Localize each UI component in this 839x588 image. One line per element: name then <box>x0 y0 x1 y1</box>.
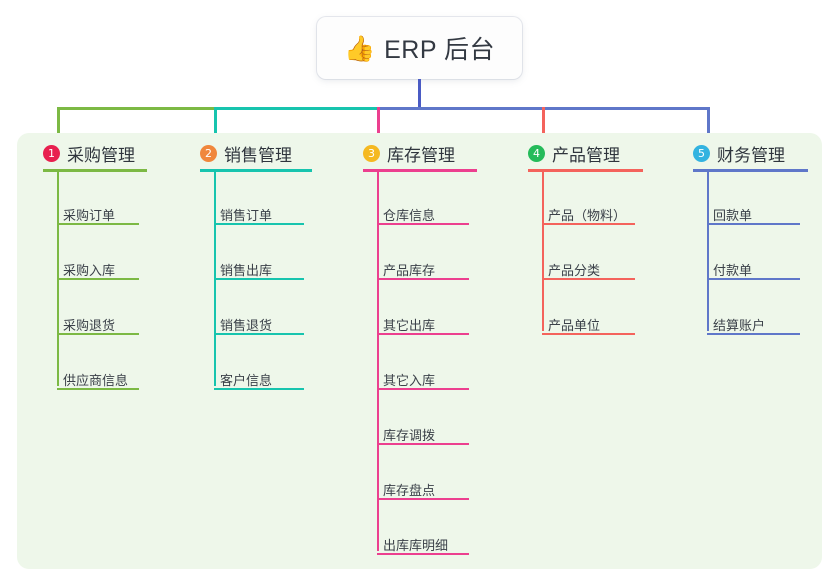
root-title: ERP 后台 <box>384 36 496 64</box>
branch-title: 销售管理 <box>224 146 292 165</box>
branches-panel <box>17 133 822 569</box>
leaf-rule <box>214 388 304 390</box>
branch-header-5[interactable]: 5 财务管理 <box>693 141 785 166</box>
leaf-label: 销售订单 <box>220 208 273 223</box>
thumbs-up-icon: 👍 <box>343 33 376 63</box>
leaf-label: 客户信息 <box>220 373 273 388</box>
bus-segment <box>214 107 380 110</box>
root-drop-line <box>418 79 421 110</box>
leaf-label: 付款单 <box>713 263 753 278</box>
leaf-rule <box>542 278 635 280</box>
leaf-rule <box>377 278 469 280</box>
leaf-label: 产品分类 <box>548 263 601 278</box>
branch-stem <box>707 172 709 331</box>
bus-segment <box>377 107 545 110</box>
leaf-rule <box>214 223 304 225</box>
leaf-rule <box>377 223 469 225</box>
branch-title: 财务管理 <box>717 146 785 165</box>
leaf-label: 采购订单 <box>63 208 116 223</box>
branch-header-4[interactable]: 4 产品管理 <box>528 141 620 166</box>
leaf-label: 采购入库 <box>63 263 116 278</box>
branch-header-3[interactable]: 3 库存管理 <box>363 141 455 166</box>
bus-segment <box>542 107 710 110</box>
leaf-label: 其它入库 <box>383 373 436 388</box>
leaf-rule <box>377 388 469 390</box>
leaf-label: 库存盘点 <box>383 483 436 498</box>
branch-header-rule <box>363 169 477 172</box>
leaf-label: 销售出库 <box>220 263 273 278</box>
branch-header-rule <box>528 169 643 172</box>
leaf-label: 采购退货 <box>63 318 116 333</box>
leaf-rule <box>377 553 469 555</box>
branch-number-badge: 4 <box>528 145 545 162</box>
bus-segment <box>57 107 217 110</box>
leaf-rule <box>57 333 139 335</box>
leaf-rule <box>57 223 139 225</box>
leaf-label: 回款单 <box>713 208 753 223</box>
branch-number-badge: 1 <box>43 145 60 162</box>
branch-number-badge: 5 <box>693 145 710 162</box>
branch-drop-line-4 <box>542 107 545 148</box>
leaf-rule <box>57 278 139 280</box>
branch-stem <box>377 172 379 551</box>
branch-title: 库存管理 <box>387 146 455 165</box>
leaf-label: 出库库明细 <box>383 538 449 553</box>
branch-header-1[interactable]: 1 采购管理 <box>43 141 135 166</box>
branch-title: 采购管理 <box>67 146 135 165</box>
branch-header-rule <box>200 169 312 172</box>
leaf-rule <box>214 278 304 280</box>
leaf-rule <box>214 333 304 335</box>
branch-number-badge: 2 <box>200 145 217 162</box>
branch-drop-line-3 <box>377 107 380 148</box>
branch-stem <box>542 172 544 331</box>
leaf-label: 其它出库 <box>383 318 436 333</box>
leaf-label: 结算账户 <box>713 318 766 333</box>
branch-drop-line-2 <box>214 107 217 148</box>
branch-header-rule <box>43 169 147 172</box>
leaf-label: 产品单位 <box>548 318 601 333</box>
leaf-rule <box>377 333 469 335</box>
leaf-label: 销售退货 <box>220 318 273 333</box>
branch-title: 产品管理 <box>552 146 620 165</box>
root-node[interactable]: 👍 ERP 后台 <box>317 17 522 79</box>
leaf-rule <box>542 223 635 225</box>
branch-number-badge: 3 <box>363 145 380 162</box>
branch-drop-line-5 <box>707 107 710 148</box>
leaf-rule <box>707 223 800 225</box>
leaf-label: 产品（物料） <box>548 208 627 223</box>
leaf-label: 产品库存 <box>383 263 436 278</box>
leaf-rule <box>377 443 469 445</box>
branch-drop-line-1 <box>57 107 60 148</box>
leaf-rule <box>707 278 800 280</box>
branch-header-2[interactable]: 2 销售管理 <box>200 141 292 166</box>
leaf-rule <box>57 388 139 390</box>
leaf-label: 仓库信息 <box>383 208 436 223</box>
leaf-label: 供应商信息 <box>63 373 129 388</box>
leaf-rule <box>377 498 469 500</box>
leaf-label: 库存调拨 <box>383 428 436 443</box>
leaf-rule <box>707 333 800 335</box>
branch-header-rule <box>693 169 808 172</box>
leaf-rule <box>542 333 635 335</box>
